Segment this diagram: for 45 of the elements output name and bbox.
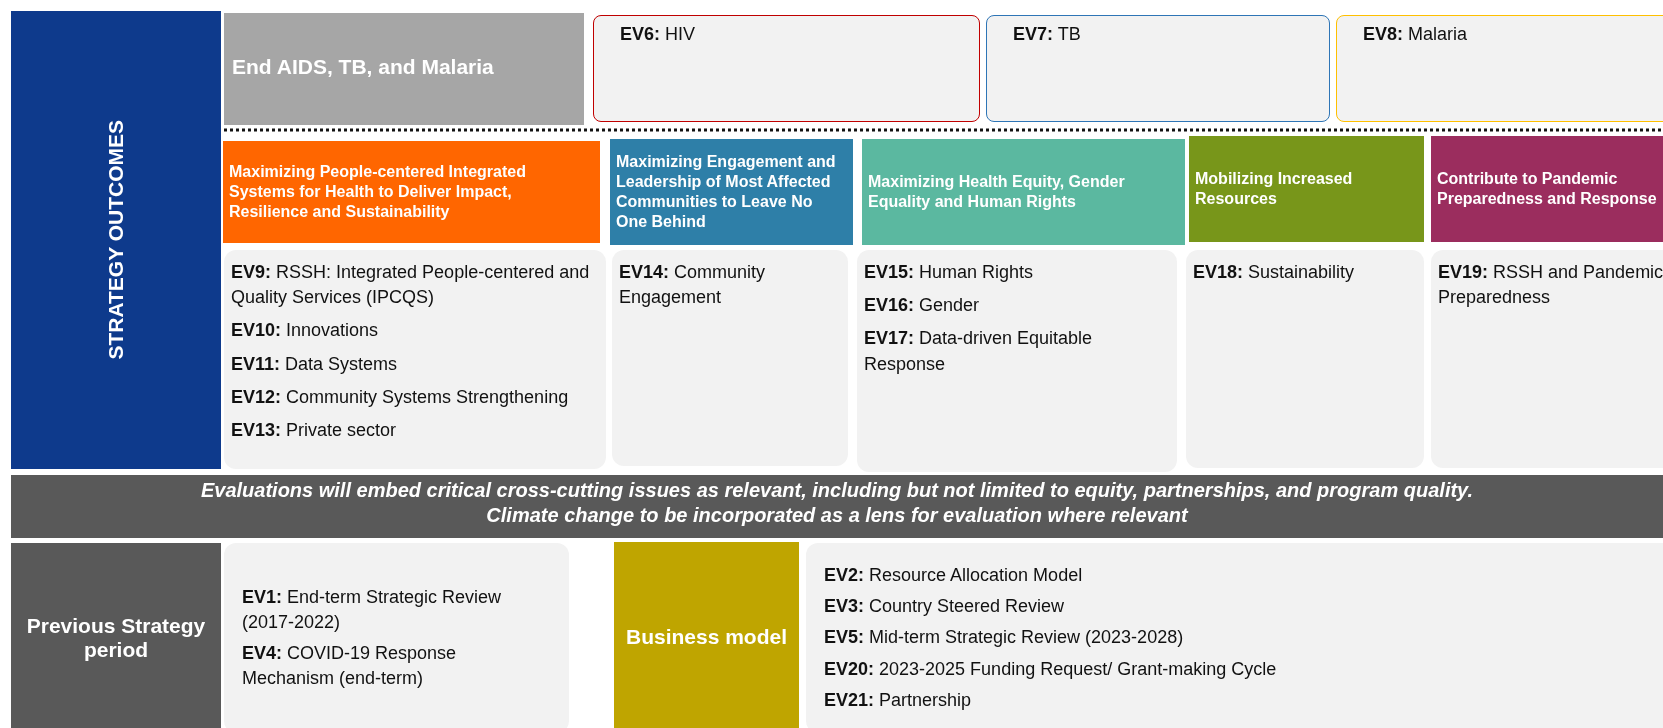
- label-text: End AIDS, TB, and Malaria: [232, 55, 495, 79]
- header-text: Contribute to Pandemic Preparedness and Response: [1437, 169, 1658, 209]
- evaluation-item: EV12: Community Systems Strengthening: [231, 385, 570, 409]
- evaluation-item: EV1: End-term Strategic Review (2017-2022): [242, 585, 503, 634]
- evaluation-item: EV13: Private sector: [231, 418, 398, 442]
- objective-header: [862, 139, 1185, 245]
- evaluation-item: EV4: COVID-19 Response Mechanism (end-term): [242, 642, 458, 691]
- objective-header: [610, 139, 853, 245]
- evaluation-item: EV7: TB: [1013, 24, 1082, 45]
- evaluation-item: EV21: Partnership: [824, 688, 973, 712]
- evaluation-item: EV16: Gender: [864, 294, 981, 318]
- label-text: Business model: [624, 625, 789, 649]
- evaluation-item: EV8: Malaria: [1363, 24, 1469, 45]
- banner-text: Climate change to be incorporated as a lens for evaluation where relevant: [485, 504, 1190, 527]
- evaluation-item: EV11: Data Systems: [231, 352, 399, 376]
- evaluation-item: EV6: HIV: [620, 24, 697, 45]
- evaluation-item: EV18: Sustainability: [1193, 261, 1356, 284]
- objective-header: [1431, 136, 1663, 242]
- goal-box: [224, 13, 584, 125]
- header-text: Maximizing Health Equity, Gender Equality and Human Rights: [868, 172, 1126, 212]
- evaluation-box: [986, 15, 1330, 122]
- evaluation-item: EV10: Innovations: [231, 319, 380, 343]
- label-text: Previous Strategy period: [25, 614, 207, 662]
- category-box: [11, 543, 221, 728]
- cross-cutting-banner: [11, 475, 1663, 538]
- header-text: Mobilizing Increased Resources: [1195, 169, 1354, 209]
- label-text: STRATEGY OUTCOMES: [104, 120, 128, 360]
- evaluation-item: EV9: RSSH: Integrated People-centered and Quality Services (IPCQS): [231, 261, 591, 310]
- category-box: [614, 542, 799, 728]
- evaluation-item: EV2: Resource Allocation Model: [824, 564, 1084, 588]
- evaluation-item: EV3: Country Steered Review: [824, 595, 1066, 619]
- evaluation-item: EV19: RSSH and Pandemic Preparedness: [1438, 261, 1663, 310]
- evaluation-item: EV17: Data-driven Equitable Response: [864, 327, 1094, 376]
- evaluation-item: EV14: Community Engagement: [619, 261, 767, 310]
- objective-header: [1189, 136, 1424, 242]
- evaluation-box: [1336, 15, 1663, 122]
- header-text: Maximizing People-centered Integrated Systems for Health to Deliver Impact, Resilience and Sustainability: [229, 162, 527, 222]
- title-band: [11, 11, 221, 469]
- evaluation-item: EV20: 2023-2025 Funding Request/ Grant-making Cycle: [824, 657, 1278, 681]
- evaluation-item: EV5: Mid-term Strategic Review (2023-2028): [824, 626, 1185, 650]
- evaluation-box: [593, 15, 980, 122]
- evaluation-item: EV15: Human Rights: [864, 261, 1035, 284]
- objective-header: [223, 141, 600, 243]
- banner-text: Evaluations will embed critical cross-cutting issues as relevant, including but not limited to equity, partnerships, and program quality.: [199, 479, 1475, 502]
- header-text: Maximizing Engagement and Leadership of Most Affected Communities to Leave No One Behind: [616, 152, 837, 232]
